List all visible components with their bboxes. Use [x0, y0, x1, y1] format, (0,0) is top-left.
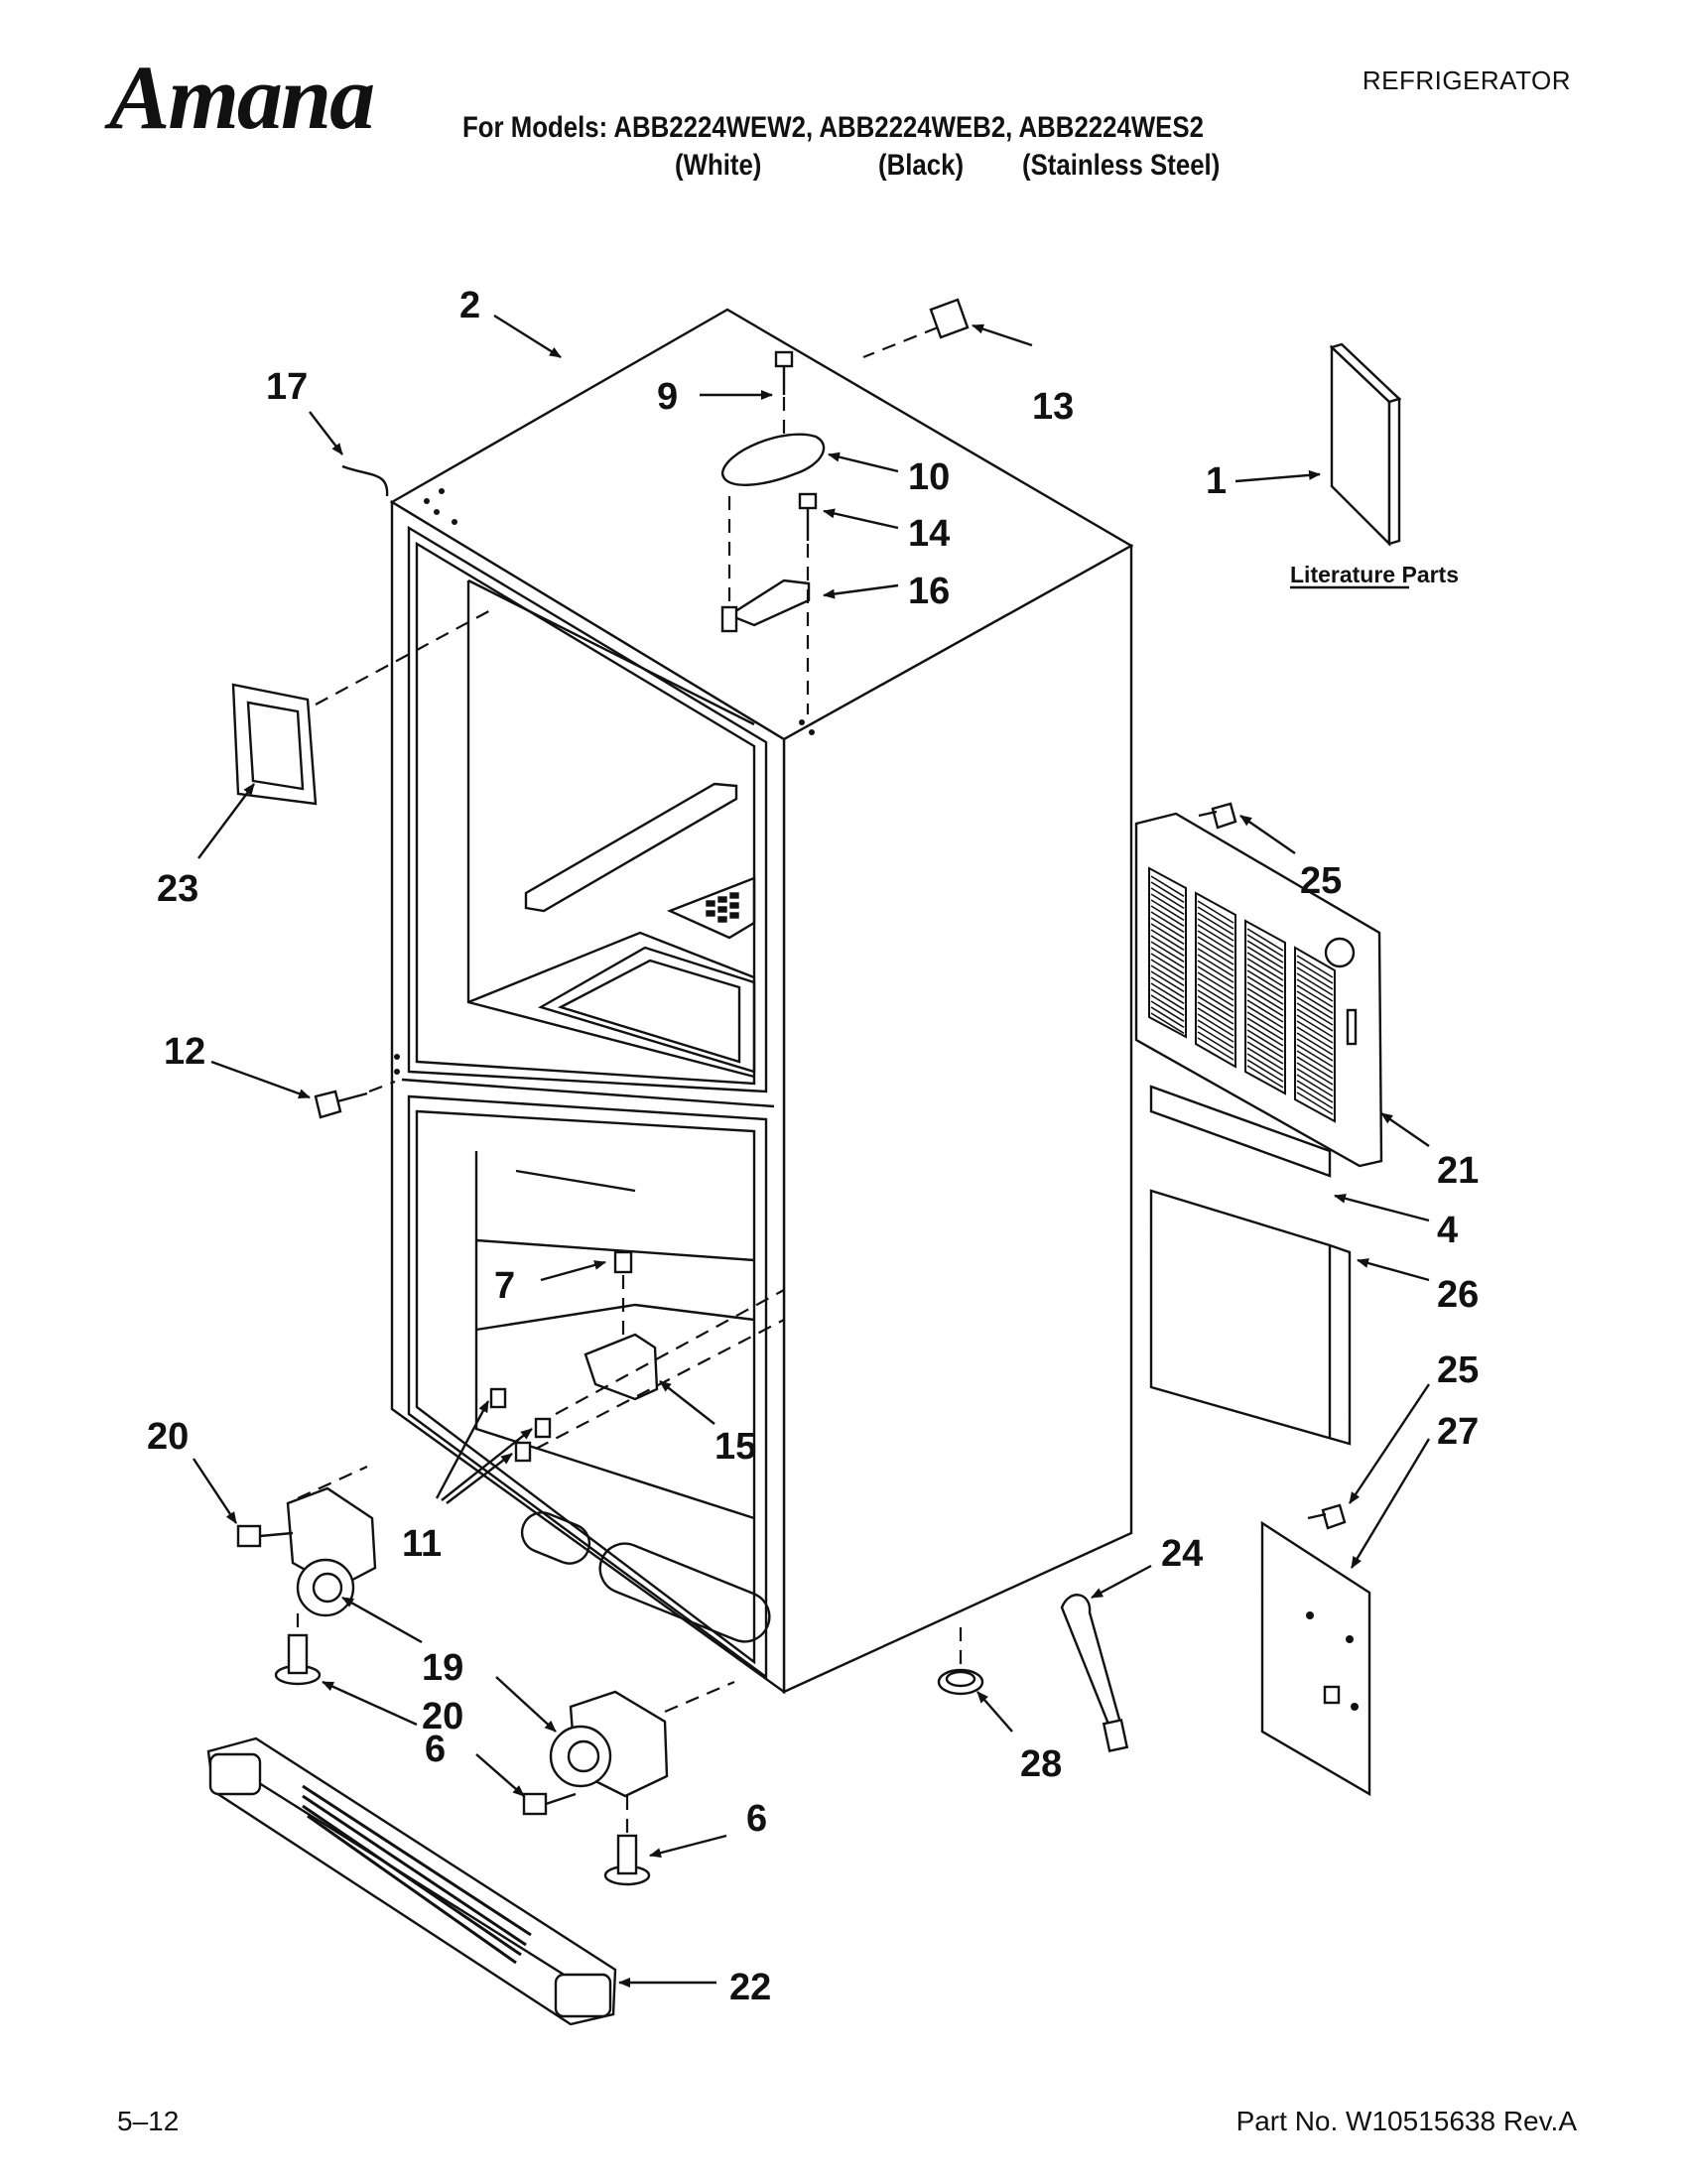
- models-line: For Models: ABB2224WEW2, ABB2224WEB2, AB…: [462, 111, 1204, 144]
- part-26-panel: [1149, 1189, 1352, 1446]
- page-number: 5–12: [117, 2106, 180, 2136]
- top-hinge-assembly: [720, 350, 826, 714]
- finish-white: (White): [675, 149, 762, 182]
- callout-13: 13: [1032, 386, 1074, 428]
- part-17-tube: [341, 464, 389, 497]
- callout-25-lower: 25: [1437, 1349, 1479, 1391]
- finish-stainless: (Stainless Steel): [1022, 149, 1221, 182]
- part-12-screw: [314, 1090, 368, 1119]
- callout-20-right: 20: [422, 1696, 463, 1737]
- brand-logo: Amana: [109, 47, 375, 148]
- cabinet: [389, 308, 1134, 1695]
- part-23-control: [231, 683, 318, 806]
- callout-10: 10: [908, 456, 950, 498]
- callout-2: 2: [459, 285, 480, 326]
- callout-6-right: 6: [746, 1798, 767, 1840]
- part-4-strip: [1149, 1085, 1332, 1178]
- callout-15: 15: [714, 1426, 756, 1468]
- callout-25-top: 25: [1300, 860, 1342, 902]
- callout-numbers: 1 2 4 6 6 7 9 10 11 12 13 14 15 16 17 19…: [147, 285, 1479, 2008]
- callout-28: 28: [1020, 1743, 1062, 1785]
- part-25-screw-lower: [1307, 1503, 1347, 1530]
- callout-1: 1: [1206, 460, 1227, 502]
- callout-9: 9: [657, 376, 678, 418]
- callout-17: 17: [266, 366, 308, 408]
- callout-21: 21: [1437, 1150, 1479, 1192]
- document-category: REFRIGERATOR: [1362, 65, 1571, 95]
- callout-26: 26: [1437, 1274, 1479, 1316]
- callout-22: 22: [729, 1967, 771, 2008]
- part-1-literature: [1329, 342, 1402, 547]
- part-27-panel: [1260, 1520, 1371, 1797]
- leader-lines: [192, 314, 1431, 1988]
- part-25-screw-top: [1198, 802, 1237, 830]
- part-number: Part No. W10515638 Rev.A: [1235, 2106, 1577, 2136]
- callout-4: 4: [1437, 1210, 1458, 1251]
- callout-7: 7: [494, 1265, 515, 1307]
- part-28-foot: [937, 1668, 984, 1696]
- callout-11: 11: [402, 1523, 442, 1565]
- part-22-toe-grille: [206, 1736, 617, 2026]
- callout-19: 19: [422, 1647, 463, 1689]
- callout-27: 27: [1437, 1411, 1479, 1453]
- front-left-roller: [236, 1486, 377, 1686]
- callout-6-left: 6: [425, 1729, 446, 1770]
- callout-23: 23: [157, 868, 198, 910]
- callout-14: 14: [908, 513, 950, 555]
- callout-16: 16: [908, 571, 950, 612]
- front-right-roller: [522, 1690, 669, 1886]
- part-21-vent-panel: [1134, 812, 1383, 1168]
- callout-20-left: 20: [147, 1416, 189, 1458]
- part-24-wrench: [1060, 1594, 1129, 1752]
- literature-parts-label: Literature Parts: [1290, 562, 1459, 587]
- finish-black: (Black): [878, 149, 965, 182]
- part-13-plug: [929, 298, 970, 339]
- bottom-hinge-assembly: [489, 1250, 785, 1463]
- callout-12: 12: [164, 1031, 205, 1073]
- callout-24: 24: [1161, 1533, 1203, 1575]
